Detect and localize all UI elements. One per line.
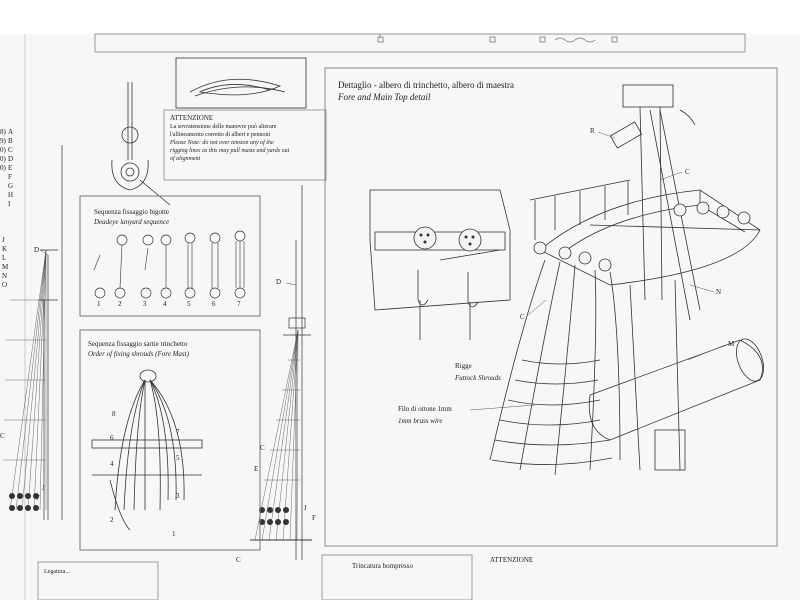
shroud-num-5: 5 xyxy=(176,454,180,462)
left-letter-column: A B C D E F G H I xyxy=(8,128,13,209)
mast-label-D-mid: D xyxy=(276,278,282,286)
mast-label-C-left: C xyxy=(0,432,5,440)
wire-label-it: Filo di ottone 1mm xyxy=(398,405,452,413)
shroud-num-6: 6 xyxy=(110,434,114,442)
bottom-right-attention: ATTENZIONE xyxy=(490,556,534,564)
letter-J: J xyxy=(2,236,5,244)
letter-L: L xyxy=(2,254,7,262)
num-5: 0) xyxy=(0,164,6,172)
shroud-num-8: 8 xyxy=(112,410,116,418)
attention-en-line2: rigging lines as this may pull masts and… xyxy=(170,148,290,154)
mast-label-C-bottom: C xyxy=(236,556,241,564)
mast-label-E-mid: E xyxy=(254,465,259,473)
letter-D: D xyxy=(8,155,14,163)
attention-en-line3: of alignment xyxy=(170,156,201,162)
shroud-num-3: 3 xyxy=(176,492,180,500)
deadeye-title-en: Deadeye lanyard sequence xyxy=(94,218,170,226)
letter-K: K xyxy=(2,245,8,253)
label-C-top: C xyxy=(685,168,690,176)
label-M: M xyxy=(728,340,735,348)
letter-N: N xyxy=(2,272,8,280)
step-3: 3 xyxy=(143,300,147,308)
shroud-num-7: 7 xyxy=(176,428,180,436)
deadeye-title-it: Sequenza fissaggio bigotte xyxy=(94,208,170,216)
attention-note: ATTENZIONE La sovratensione delle manovr… xyxy=(170,114,325,163)
mast-label-J-mid: J xyxy=(304,504,307,512)
attention-it-line2: l'allineamento corretto di alberi e penn… xyxy=(170,132,271,138)
letter-M: M xyxy=(2,263,9,271)
step-7: 7 xyxy=(237,300,241,308)
num-2: 9) xyxy=(0,137,6,145)
attention-it-line1: La sovratensione delle manovre può alter… xyxy=(170,124,277,130)
mast-label-D-left: D xyxy=(34,246,40,254)
attention-title: ATTENZIONE xyxy=(170,114,214,122)
letter-O: O xyxy=(2,281,8,289)
instruction-sheet xyxy=(0,34,800,600)
rigge-label-it: Rigge xyxy=(455,362,472,370)
letter-G: G xyxy=(8,182,14,190)
num-1: 8) xyxy=(0,128,6,136)
detail-title-en: Fore and Main Top detail xyxy=(338,92,431,102)
wire-label-en: 1mm brass wire xyxy=(398,417,443,425)
letter-H: H xyxy=(8,191,14,199)
shroud-title-en: Order of fixing shrouds (Fore Mast) xyxy=(88,350,189,358)
letter-A: A xyxy=(8,128,14,136)
shroud-num-1: 1 xyxy=(172,530,176,538)
shroud-num-4: 4 xyxy=(110,460,114,468)
shroud-num-2: 2 xyxy=(110,516,114,524)
label-N: N xyxy=(716,288,722,296)
step-2: 2 xyxy=(118,300,122,308)
mast-label-F-left: F xyxy=(36,494,40,502)
step-5: 5 xyxy=(187,300,191,308)
step-4: 4 xyxy=(163,300,167,308)
num-3: 0) xyxy=(0,146,6,154)
bottom-mid-caption: Trincatura bompresso xyxy=(352,562,413,570)
mast-label-J-left: J xyxy=(42,484,45,492)
rigge-label-en: Futtock Shrouds xyxy=(455,374,501,382)
letter-F: F xyxy=(8,173,12,181)
letter-C: C xyxy=(8,146,13,154)
attention-en-line1: Please Note: do not over tension any of … xyxy=(170,140,274,146)
mast-label-C-mid: C xyxy=(260,444,265,452)
left-number-column: 8) 9) 0) 0) 0) xyxy=(0,128,6,173)
step-6: 6 xyxy=(212,300,216,308)
left-letter-column-2: J K L M N O xyxy=(2,236,8,290)
label-C-left: C xyxy=(520,313,525,321)
num-4: 0) xyxy=(0,155,6,163)
label-R: R xyxy=(590,127,595,135)
shroud-title-it: Sequenza fissaggio sartie trinchetto xyxy=(88,340,188,348)
detail-title-it: Dettaglio - albero di trinchetto, albero… xyxy=(338,80,514,90)
bottom-left-caption: Legatura... xyxy=(44,569,70,575)
letter-E: E xyxy=(8,164,13,172)
mast-label-F-mid: F xyxy=(312,514,316,522)
step-1: 1 xyxy=(97,300,101,308)
letter-B: B xyxy=(8,137,13,145)
letter-I: I xyxy=(8,200,11,208)
